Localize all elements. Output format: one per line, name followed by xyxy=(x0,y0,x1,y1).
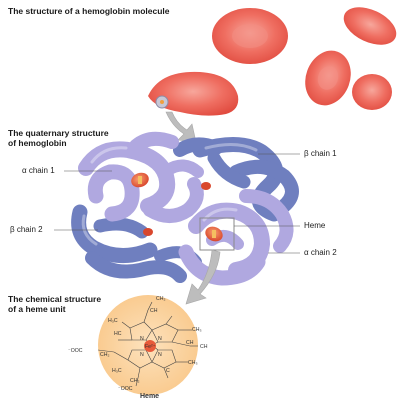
heme-caption: Heme xyxy=(140,393,159,400)
heme-highlight-box xyxy=(199,217,235,251)
label-alpha-chain-2: α chain 2 xyxy=(304,248,337,257)
chem-n1: N xyxy=(140,336,144,342)
chem-n4: N xyxy=(158,352,162,358)
chem-ch-top: CH xyxy=(150,308,158,314)
rbc-top-center-dimple xyxy=(232,24,268,48)
red-blood-cells xyxy=(148,7,397,116)
quaternary-heading-line2: of hemoglobin xyxy=(8,138,67,148)
rbc-middle-right-dimple xyxy=(317,66,339,90)
iron-atom xyxy=(144,340,156,352)
chem-ch2-left: CH₂ xyxy=(100,352,110,358)
label-beta-chain-2: β chain 2 xyxy=(10,225,43,234)
chemical-heading-line1: The chemical structure xyxy=(8,294,102,304)
quaternary-heading-line1: The quaternary structure xyxy=(8,128,109,138)
label-beta-chain-1: β chain 1 xyxy=(304,149,337,158)
rbc-hemoglobin-dot-center xyxy=(160,100,164,104)
leader-lines xyxy=(54,153,300,254)
chem-ch3-bottom: CH₃ xyxy=(188,360,198,366)
rbc-cut-cell xyxy=(148,71,239,116)
chem-hc-left: HC xyxy=(114,331,122,337)
heme-disc-beta-1 xyxy=(201,182,211,190)
heme-disc-beta-2 xyxy=(143,228,153,236)
chem-ch2-top: CH₂ xyxy=(156,296,166,302)
rbc-bottom-right xyxy=(352,74,392,110)
heme-groups xyxy=(131,172,223,242)
hemoglobin-molecule xyxy=(71,131,299,286)
chem-h3c-top: H₃C xyxy=(108,318,118,324)
chem-ch2-bottom: CH₂ xyxy=(130,378,140,384)
chem-c: C xyxy=(166,368,170,374)
chem-h3c-bottom: H₃C xyxy=(112,368,122,374)
alpha-chain-2-shape xyxy=(178,189,294,286)
heme-disc-alpha-1-mark xyxy=(138,176,142,184)
chemical-heading-line2: of a heme unit xyxy=(8,304,66,314)
heme-chemical-structure: Fe²⁺ CH₂ CH H₃C HC CH₃ CH CH CH₂ ⁻OOC H₃… xyxy=(68,295,208,400)
chem-n2: N xyxy=(158,336,162,342)
arrow-hemoglobin-to-heme xyxy=(185,249,221,305)
iron-label: Fe²⁺ xyxy=(145,344,156,350)
chem-ooc-bottom: ⁻OOC xyxy=(118,386,133,392)
chem-ch-right2: CH xyxy=(200,344,208,350)
chem-ch-right: CH xyxy=(186,340,194,346)
chem-ch3-right: CH₃ xyxy=(192,327,202,333)
alpha-chain-1-shape xyxy=(78,131,204,223)
heme-disc-alpha-2-mark xyxy=(212,230,216,238)
rbc-top-right xyxy=(343,7,397,45)
figure-title: The structure of a hemoglobin molecule xyxy=(8,6,170,16)
label-alpha-chain-1: α chain 1 xyxy=(22,166,55,175)
chem-n3: N xyxy=(140,352,144,358)
arrow-rbc-to-hemoglobin xyxy=(165,111,197,143)
label-heme: Heme xyxy=(304,221,326,230)
chem-ooc-left: ⁻OOC xyxy=(68,348,83,354)
